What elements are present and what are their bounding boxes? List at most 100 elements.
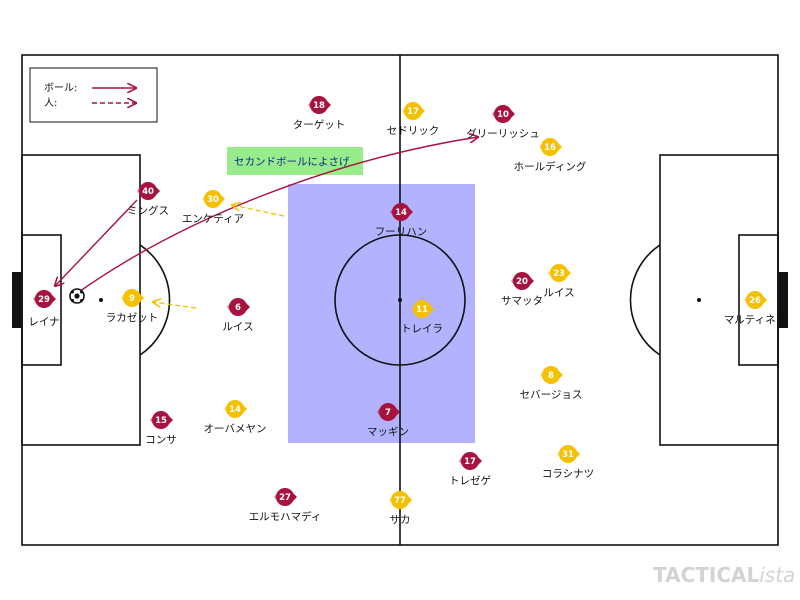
player-marker: 7 マッギン	[367, 403, 409, 438]
player-number: 16	[544, 143, 556, 153]
player-number: 14	[229, 405, 241, 415]
player-marker: 77 サカ	[389, 491, 412, 526]
red-player-dot	[229, 298, 247, 316]
player-name-label: ラカゼット	[106, 312, 159, 324]
red-player-dot	[461, 452, 479, 470]
player-name-label: セバージョス	[520, 389, 583, 401]
red-player-dot	[392, 203, 410, 221]
player-marker: 40 ミングス	[127, 182, 169, 217]
player-marker: 15 コンサ	[145, 411, 177, 446]
player-marker: 9 ラカゼット	[106, 289, 159, 324]
left-goal-area	[21, 234, 62, 366]
center-circle	[334, 234, 466, 366]
player-marker: 18 ターゲット	[293, 96, 346, 131]
player-number: 31	[562, 450, 574, 460]
yellow-player-dot	[226, 400, 244, 418]
player-marker: 6 ルイス	[222, 298, 254, 333]
yellow-player-dot	[542, 366, 560, 384]
legend-box	[29, 67, 158, 123]
player-name-label: ターゲット	[293, 119, 346, 131]
player-number: 7	[385, 408, 391, 418]
player-name-label: ルイス	[222, 321, 253, 333]
player-number: 17	[464, 457, 476, 467]
player-name-label: サマッタ	[501, 295, 543, 307]
right-penalty-arc	[629, 244, 661, 356]
red-player-dot	[379, 403, 397, 421]
player-number: 40	[142, 187, 154, 197]
red-player-dot	[139, 182, 157, 200]
player-name-label: マッギン	[367, 426, 409, 438]
yellow-player-dot	[746, 291, 764, 309]
ball-arrow-back-pass	[55, 199, 138, 286]
player-name-label: サカ	[390, 514, 411, 526]
player-number: 6	[235, 303, 241, 313]
player-number: 17	[407, 107, 419, 117]
right-goal-area	[738, 234, 779, 366]
red-player-dot	[513, 272, 531, 290]
red-player-dot	[35, 290, 53, 308]
player-number: 8	[548, 371, 554, 381]
player-number: 77	[394, 496, 406, 506]
annotation: セカンドボールによさげ	[227, 147, 363, 175]
left-penalty-arc	[139, 244, 171, 356]
player-number: 26	[749, 296, 761, 306]
player-number: 10	[497, 110, 509, 120]
center-spot	[398, 298, 402, 302]
player-marker: 29 レイナ	[28, 290, 60, 328]
yellow-player-dot	[559, 445, 577, 463]
red-player-dot	[310, 96, 328, 114]
player-name-label: エンケティア	[182, 213, 244, 225]
player-number: 23	[553, 269, 565, 279]
player-name-label: ルイス	[543, 287, 574, 299]
player-name-label: レイナ	[28, 316, 59, 328]
right-penalty-spot	[697, 298, 701, 302]
run-arrow-lacazette	[153, 302, 197, 309]
red-player-dot	[494, 105, 512, 123]
player-number: 15	[155, 416, 167, 426]
yellow-player-dot	[413, 300, 431, 318]
legend-ball-label: ボール:	[44, 82, 77, 94]
right-goal	[779, 272, 788, 328]
player-marker: 30 エンケティア	[182, 190, 244, 225]
yellow-player-dot	[123, 289, 141, 307]
player-number: 29	[38, 295, 50, 305]
player-name-label: フーリハン	[375, 226, 428, 238]
yellow-player-dot	[404, 102, 422, 120]
yellow-player-dot	[391, 491, 409, 509]
left-penalty-spot	[99, 298, 103, 302]
player-marker: 14 フーリハン	[375, 203, 428, 238]
player-marker: 27 エルモハマディ	[249, 488, 322, 523]
player-number: 18	[313, 101, 325, 111]
svg-text:TACTICALista: TACTICALista	[653, 563, 795, 587]
player-name-label: コンサ	[145, 434, 177, 446]
player-marker: 20 サマッタ	[501, 272, 543, 307]
player-marker: 23 ルイス	[543, 264, 575, 299]
pitch-lines	[21, 54, 779, 546]
pressing-zone	[288, 184, 475, 443]
player-name-label: マルティネス	[724, 314, 786, 326]
player-name-label: セドリック	[387, 125, 440, 137]
player-name-label: トレイラ	[401, 323, 443, 335]
brand-watermark: TACTICALista	[653, 563, 795, 587]
player-number: 27	[279, 493, 291, 503]
player-name-label: エルモハマディ	[249, 510, 322, 523]
ball-arrow-goalkick	[75, 137, 478, 295]
player-name-label: ミングス	[127, 204, 169, 217]
red-player-dot	[152, 411, 170, 429]
annotation-box	[227, 147, 363, 175]
player-name-label: オーバメヤン	[204, 423, 267, 435]
player-number: 9	[129, 294, 135, 304]
legend: ボール: 人:	[29, 67, 158, 123]
red-player-dot	[276, 488, 294, 506]
player-number: 30	[207, 195, 219, 205]
player-marker: 26 マルティネス	[724, 291, 786, 326]
player-number: 14	[395, 208, 407, 218]
player-number: 20	[516, 277, 528, 287]
